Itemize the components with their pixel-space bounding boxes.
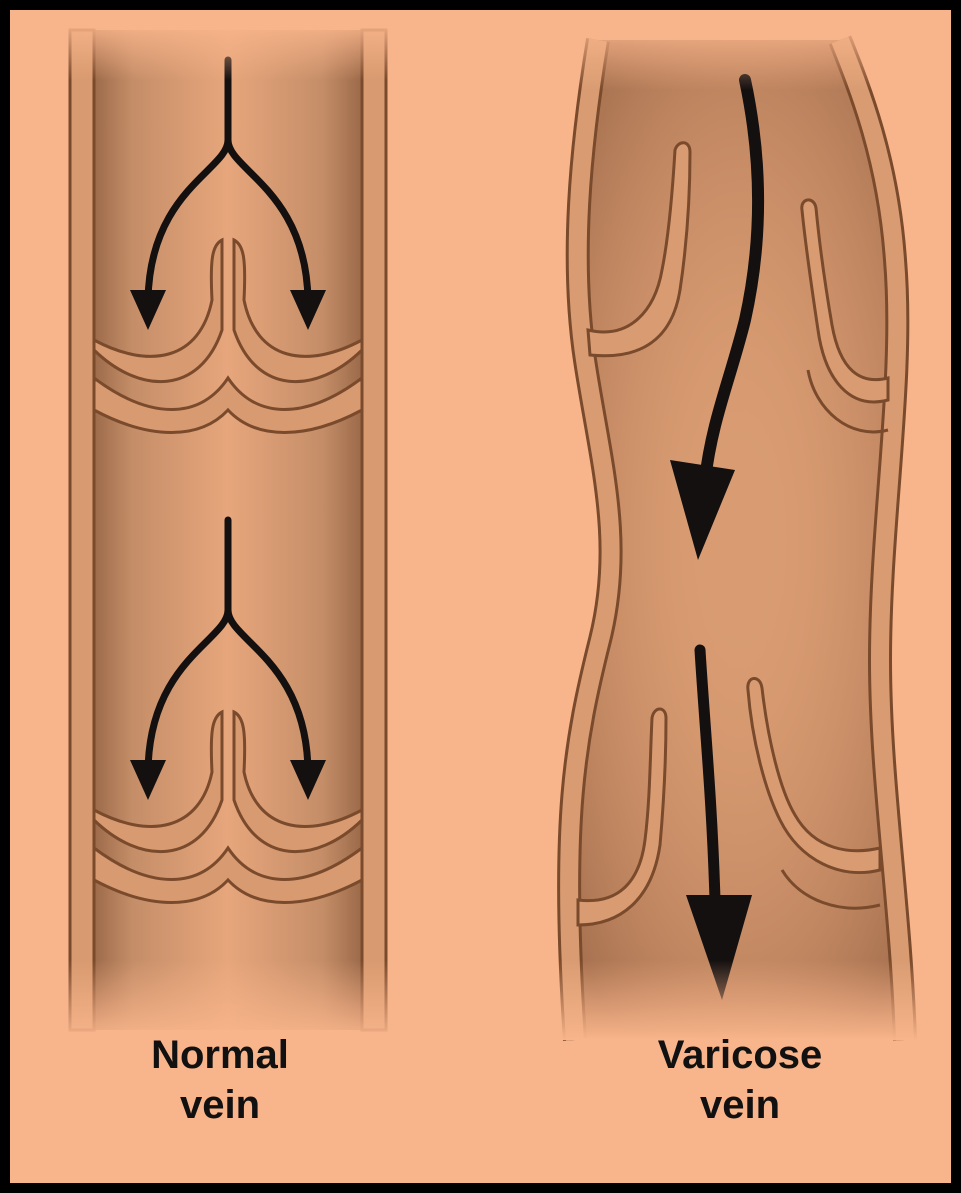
normal-vein-caption-line2: vein [120,1080,320,1130]
normal-vein [60,20,400,1040]
normal-vein-left-wall [70,30,94,1030]
varicose-vein [555,20,935,1040]
normal-vein-caption-line1: Normal [120,1030,320,1080]
fade-top [60,20,400,80]
normal-vein-caption: Normal vein [120,1030,320,1130]
fade-bottom [60,960,400,1040]
fade-top [555,20,935,90]
varicose-vein-caption-line1: Varicose [620,1030,860,1080]
normal-vein-right-wall [362,30,386,1030]
fade-bottom [555,960,935,1040]
varicose-vein-caption: Varicose vein [620,1030,860,1130]
varicose-vein-caption-line2: vein [620,1080,860,1130]
